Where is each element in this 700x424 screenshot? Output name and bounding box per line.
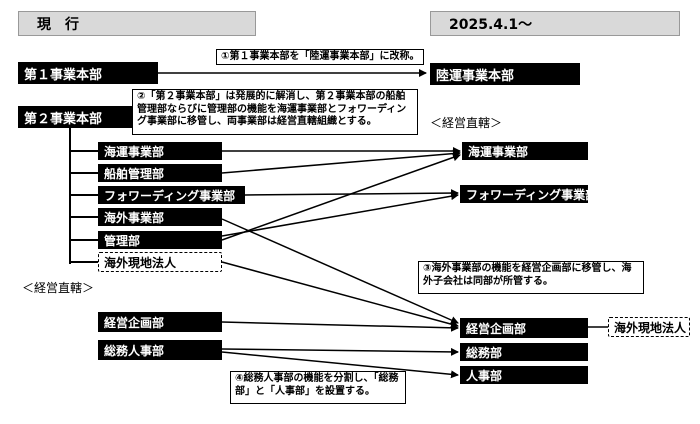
arrow-shipmgmt-shipping	[221, 149, 461, 174]
new-shipping: 海運事業部	[462, 142, 588, 160]
new-planning: 経営企画部	[460, 318, 588, 338]
arrow-planning	[221, 321, 459, 332]
land-transport-hq: 陸運事業本部	[430, 63, 580, 85]
direct-label-right: ＜経営直轄＞	[430, 116, 503, 130]
new-general-affairs: 総務部	[460, 343, 588, 361]
hq2-box: 第２事業本部	[18, 106, 136, 128]
arrow-admin-shipping	[221, 153, 461, 241]
hq1-box: 第１事業本部	[18, 62, 158, 84]
new-forwarding: フォワーディング事業部	[460, 185, 597, 203]
note-1: ①第１事業本部を「陸運事業本部」に改称。	[216, 49, 424, 65]
direct-label-left: ＜経営直轄＞	[22, 281, 95, 295]
unit-shipping: 海運事業部	[98, 142, 222, 160]
ga-hr-left: 総務人事部	[98, 340, 222, 360]
new-hr: 人事部	[460, 366, 588, 384]
unit-forwarding: フォワーディング事業部	[98, 186, 245, 204]
arrow-hr	[221, 351, 459, 379]
header-current: 現 行	[18, 11, 256, 36]
unit-overseas-div: 海外事業部	[98, 208, 222, 226]
overseas-subsidiaries-left: 海外現地法人	[98, 252, 222, 272]
arrow-admin-forwarding	[221, 192, 459, 237]
planning-left: 経営企画部	[98, 312, 222, 332]
arrow-forwarding	[244, 189, 459, 198]
arrow-overseas-planning	[221, 261, 459, 329]
overseas-subsidiaries-right: 海外現地法人	[608, 317, 690, 337]
header-new: 2025.4.1～	[430, 11, 680, 36]
unit-ship-management: 船舶管理部	[98, 164, 222, 182]
note-4: ④総務人事部の機能を分割し、「総務部」と「人事部」を設置する。	[230, 371, 406, 404]
arrow-overseasdiv-planning	[221, 218, 459, 324]
note-3: ③海外事業部の機能を経営企画部に移管し、海外子会社は同部が所管する。	[418, 261, 644, 294]
note-2: ②「第２事業本部」は発展的に解消し、第２事業本部の船舶管理部ならびに管理部の機能…	[132, 89, 418, 135]
unit-admin: 管理部	[98, 231, 222, 249]
arrow-ga	[221, 347, 459, 356]
